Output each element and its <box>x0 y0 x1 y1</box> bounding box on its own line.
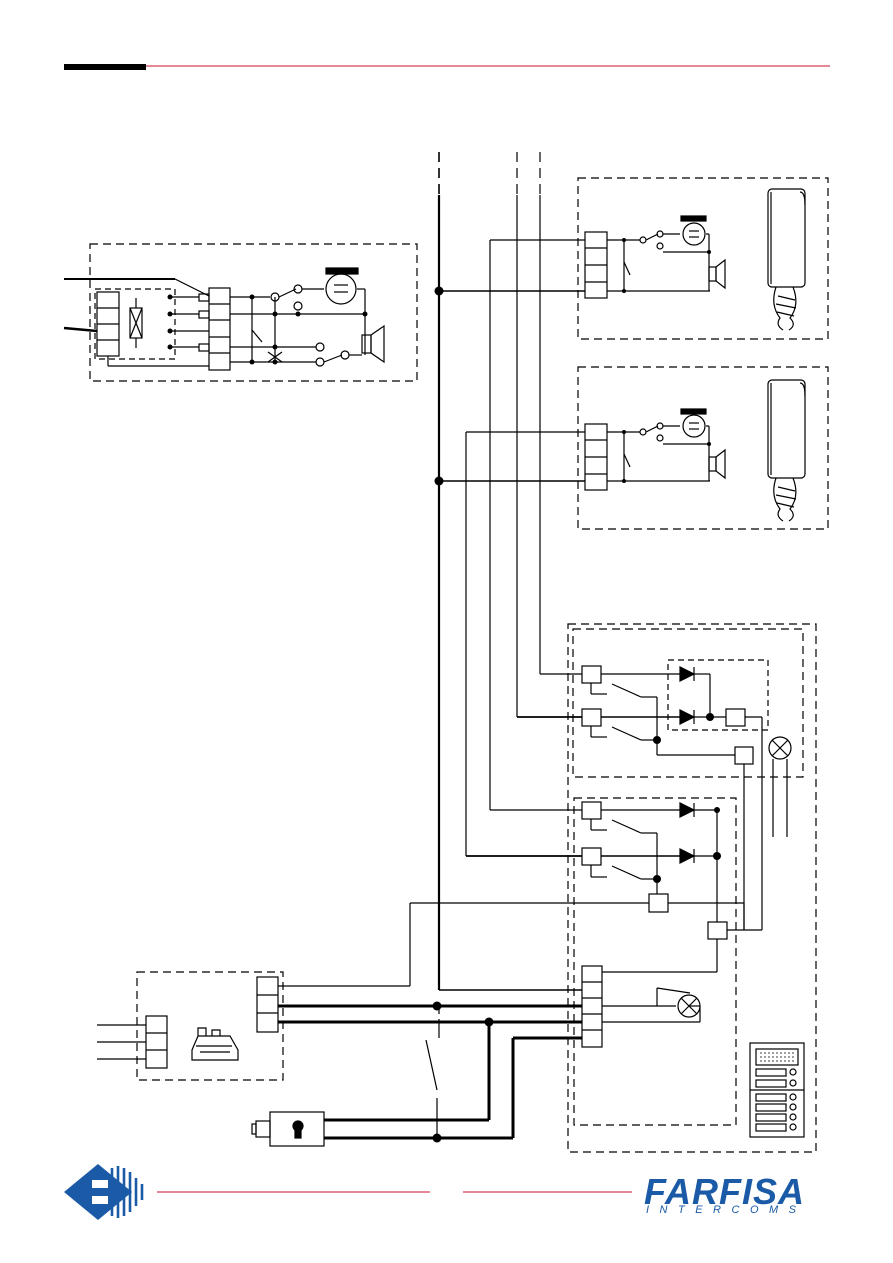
header-bar <box>64 64 146 70</box>
speaker-icon <box>709 450 725 478</box>
brand-logo: FARFISA INTERCOMS <box>644 1174 834 1220</box>
intercom-handset-icon <box>768 189 805 330</box>
farfisa-diamond-logo <box>64 1164 142 1220</box>
intercom-handset-icon <box>768 380 805 521</box>
bus-lines <box>439 152 540 990</box>
power-supply-unit <box>97 903 649 1138</box>
buzzer-icon <box>681 409 706 437</box>
page-header <box>64 64 830 70</box>
buzzer-icon <box>326 268 358 304</box>
speaker-icon <box>709 260 725 288</box>
door-panel <box>466 624 816 1152</box>
buzzer-icon <box>681 216 706 245</box>
power-supply-icon <box>192 1028 238 1060</box>
interphone-unit-1 <box>439 178 828 339</box>
electric-lock-icon <box>252 1112 513 1146</box>
brand-tagline: INTERCOMS <box>646 1204 807 1216</box>
push-button-panel-icon <box>750 1043 804 1137</box>
interphone-unit-2 <box>439 367 828 529</box>
